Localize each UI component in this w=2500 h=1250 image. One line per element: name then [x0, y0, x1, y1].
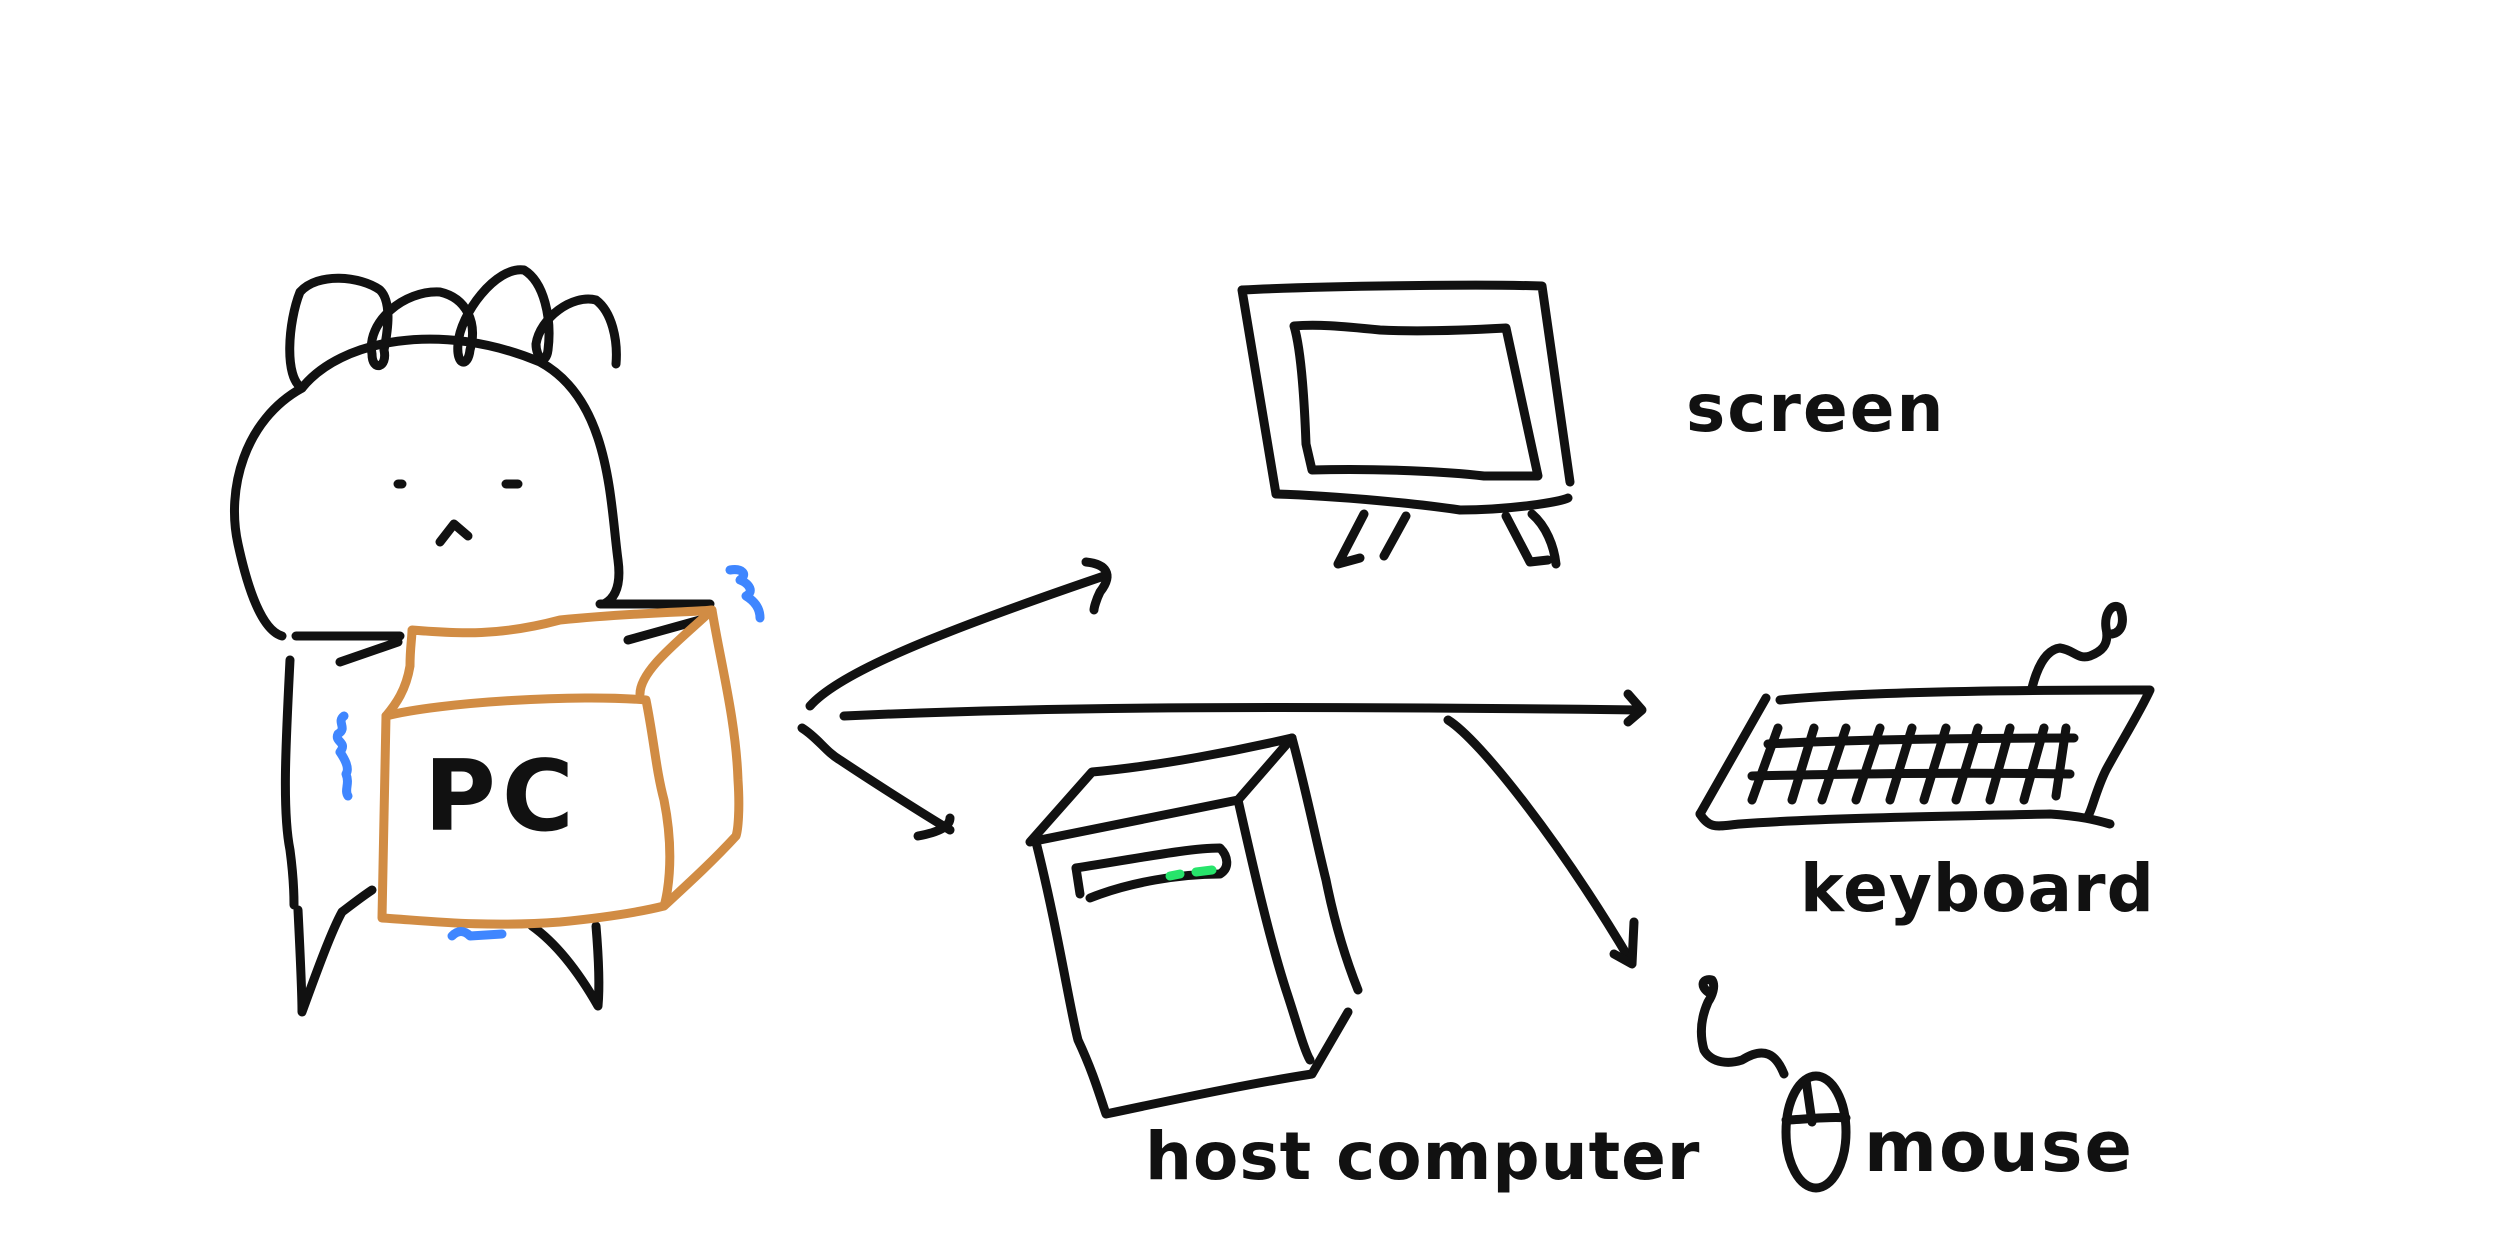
monitor-icon: [1237, 280, 1575, 569]
keyboard-icon: [1695, 602, 2155, 831]
host-computer-label: host computer: [1145, 1118, 1701, 1195]
pc-box: [377, 605, 744, 929]
motion-marks: [332, 565, 765, 941]
screen-label: screen: [1686, 370, 1946, 447]
character-icon: [230, 265, 715, 1017]
keyboard-label: keyboard: [1800, 850, 2155, 927]
mouse-icon: [1696, 975, 1851, 1193]
arrows: [797, 557, 1647, 969]
indicator-light: [1165, 865, 1217, 881]
tower-pc-icon: [1025, 733, 1363, 1119]
mouse-label: mouse: [1864, 1106, 2135, 1188]
pc-label: PC: [424, 740, 580, 854]
